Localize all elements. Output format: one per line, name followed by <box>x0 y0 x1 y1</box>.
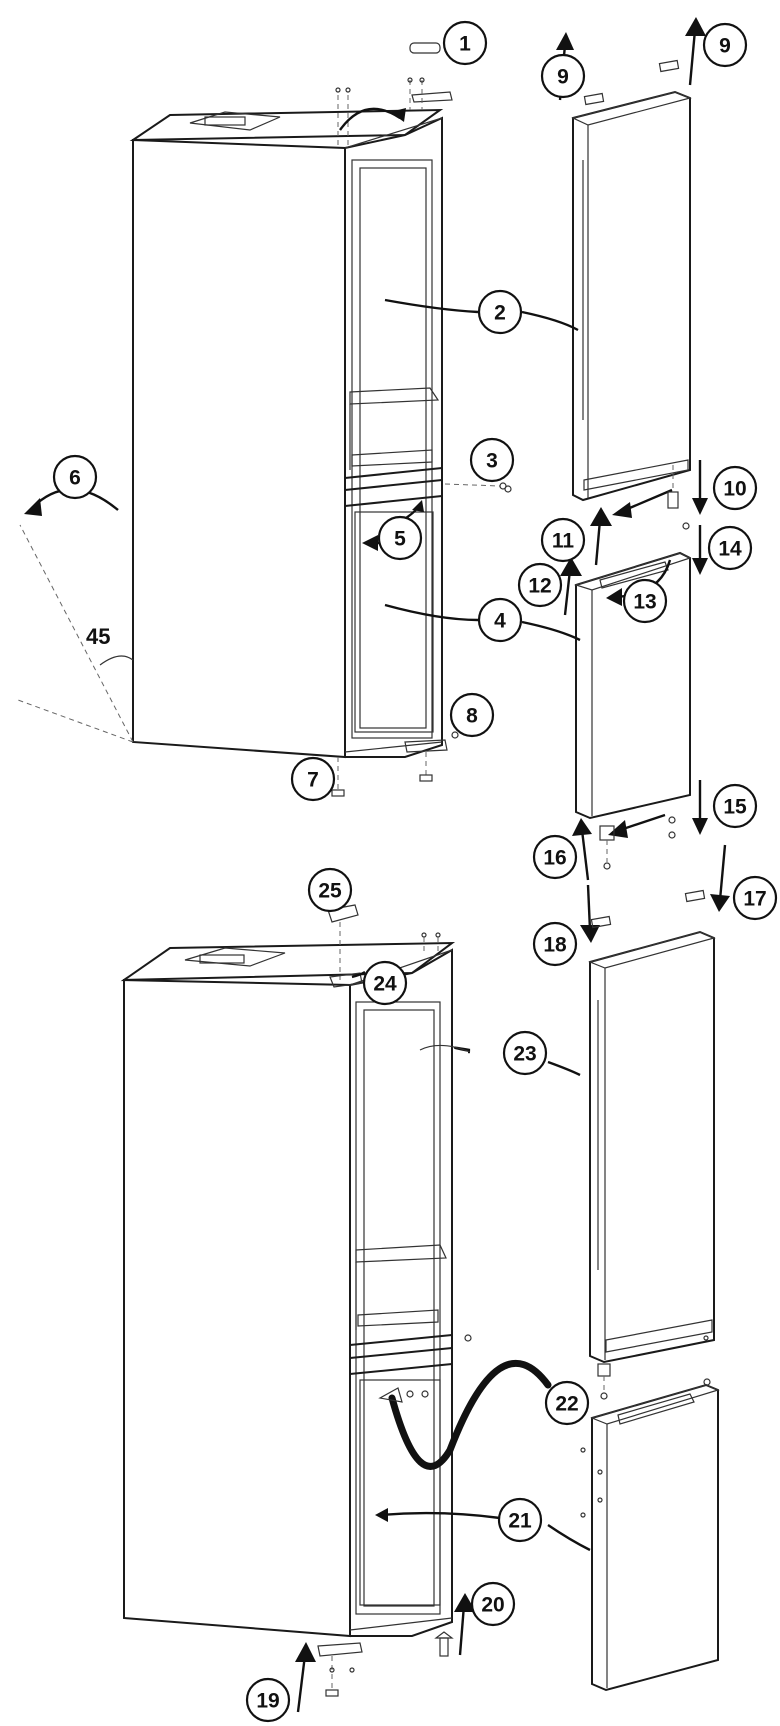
svg-text:3: 3 <box>486 450 498 473</box>
svg-text:23: 23 <box>513 1043 536 1066</box>
step-badge-24: 24 <box>362 960 408 1006</box>
freezer-door-middle <box>573 551 692 820</box>
step-badge-23: 23 <box>502 1030 548 1076</box>
svg-text:9: 9 <box>719 35 731 58</box>
step-badge-3: 3 <box>469 437 515 483</box>
svg-text:8: 8 <box>466 705 478 728</box>
callout-leaders <box>351 298 591 1552</box>
step-badge-15: 15 <box>712 783 758 829</box>
step-badge-5: 5 <box>377 515 423 561</box>
svg-text:15: 15 <box>723 796 747 819</box>
bottom-hinge-after <box>295 1593 476 1713</box>
svg-text:13: 13 <box>633 591 656 614</box>
top-hinge-parts <box>335 42 453 148</box>
step-badge-6: 6 <box>52 454 98 500</box>
step-badge-9b: 9 <box>702 22 748 68</box>
freezer-door-after <box>580 1378 720 1692</box>
svg-text:11: 11 <box>552 530 575 553</box>
step-badge-11: 11 <box>540 517 586 563</box>
svg-text:5: 5 <box>394 528 406 551</box>
svg-text:6: 6 <box>69 467 81 490</box>
svg-text:12: 12 <box>528 575 551 598</box>
svg-text:16: 16 <box>543 847 566 870</box>
svg-text:25: 25 <box>318 880 342 903</box>
svg-text:2: 2 <box>494 302 506 325</box>
cable-22 <box>378 1334 552 1470</box>
step-badge-13: 13 <box>622 578 668 624</box>
step-badge-16: 16 <box>532 834 578 880</box>
fridge-door-after <box>588 889 716 1400</box>
step-badge-1: 1 <box>442 20 488 66</box>
fridge-door-upper <box>571 59 692 502</box>
svg-text:9: 9 <box>557 66 569 89</box>
fridge-cabinet-after <box>120 941 456 1638</box>
step-badge-8: 8 <box>449 692 495 738</box>
svg-text:20: 20 <box>481 1594 504 1617</box>
svg-text:22: 22 <box>555 1393 578 1416</box>
step-badge-7: 7 <box>290 756 336 802</box>
bottom-hinge-parts-before <box>331 731 459 797</box>
step-badge-14: 14 <box>707 525 753 571</box>
step-badge-12: 12 <box>517 562 563 608</box>
top-hinge-after <box>327 892 441 988</box>
step-badge-25: 25 <box>307 867 353 913</box>
step-badge-10: 10 <box>712 465 758 511</box>
angle-label: 45 <box>86 624 110 649</box>
svg-text:21: 21 <box>508 1510 532 1533</box>
svg-text:18: 18 <box>543 934 567 957</box>
svg-text:19: 19 <box>256 1690 279 1713</box>
step-badge-17: 17 <box>732 875 778 921</box>
freezer-door-bottom-hinge <box>572 780 730 943</box>
step-badge-22: 22 <box>544 1380 590 1426</box>
svg-text:24: 24 <box>373 973 397 996</box>
svg-text:17: 17 <box>743 888 766 911</box>
svg-text:10: 10 <box>723 478 746 501</box>
svg-text:14: 14 <box>718 538 742 561</box>
step-badge-4: 4 <box>477 597 523 643</box>
step-badge-19: 19 <box>245 1677 291 1723</box>
step-badge-2: 2 <box>477 289 523 335</box>
tilt-angle-guide: 45 <box>17 524 134 743</box>
step-badge-20: 20 <box>470 1581 516 1627</box>
svg-text:7: 7 <box>307 769 319 792</box>
step-badge-9a: 9 <box>540 53 586 99</box>
fridge-cabinet-before <box>129 108 444 759</box>
step-badge-21: 21 <box>497 1497 543 1543</box>
step-badge-18: 18 <box>532 921 578 967</box>
svg-text:1: 1 <box>459 33 471 56</box>
middle-door-hinge <box>560 460 708 616</box>
svg-text:4: 4 <box>494 610 506 633</box>
